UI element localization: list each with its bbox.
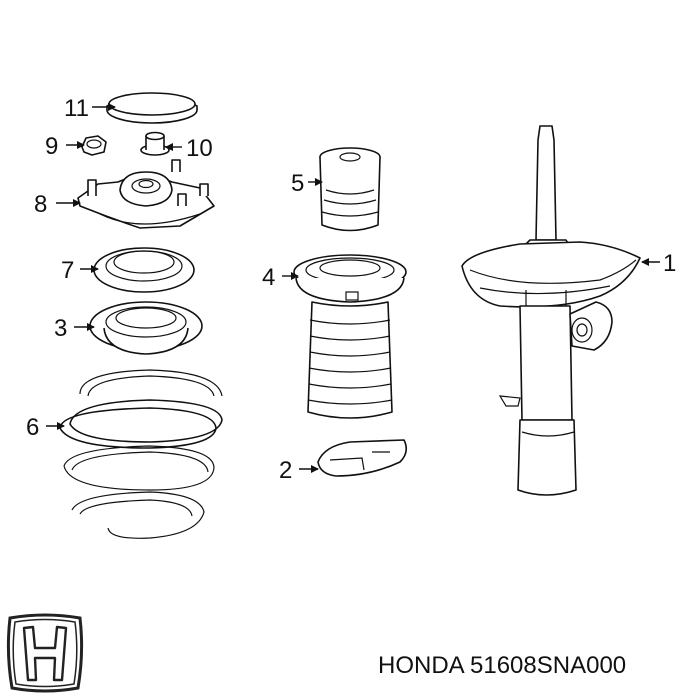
part-3-spring-seat	[89, 301, 203, 355]
part-1-strut-assembly	[461, 125, 641, 496]
part-10-flange-nut	[140, 131, 170, 156]
part-7-bearing	[93, 247, 195, 293]
part-9-nut	[81, 135, 107, 156]
part-11-dust-cap	[106, 92, 198, 124]
callout-10: 10	[186, 135, 213, 162]
callout-6: 6	[26, 414, 39, 441]
callout-3: 3	[54, 315, 67, 342]
leader-lines	[46, 103, 660, 473]
part-4-dust-boot	[293, 254, 407, 419]
callout-7: 7	[61, 257, 74, 284]
part-8-strut-mount	[77, 159, 215, 229]
part-5-bump-stop	[319, 147, 381, 232]
callout-11: 11	[64, 95, 89, 122]
part-number-caption: HONDA 51608SNA000	[378, 652, 627, 679]
part-6-coil-spring	[59, 369, 223, 539]
callout-1: 1	[663, 250, 676, 277]
callout-4: 4	[262, 264, 275, 291]
callout-9: 9	[45, 133, 58, 160]
callout-5: 5	[291, 170, 304, 197]
part-2-bracket	[317, 439, 408, 477]
callout-labels: 11 9 10 8 7 3 6 5 4 2 1	[26, 95, 676, 484]
callout-8: 8	[34, 191, 47, 218]
honda-h-logo-icon	[6, 613, 84, 693]
callout-2: 2	[279, 457, 292, 484]
